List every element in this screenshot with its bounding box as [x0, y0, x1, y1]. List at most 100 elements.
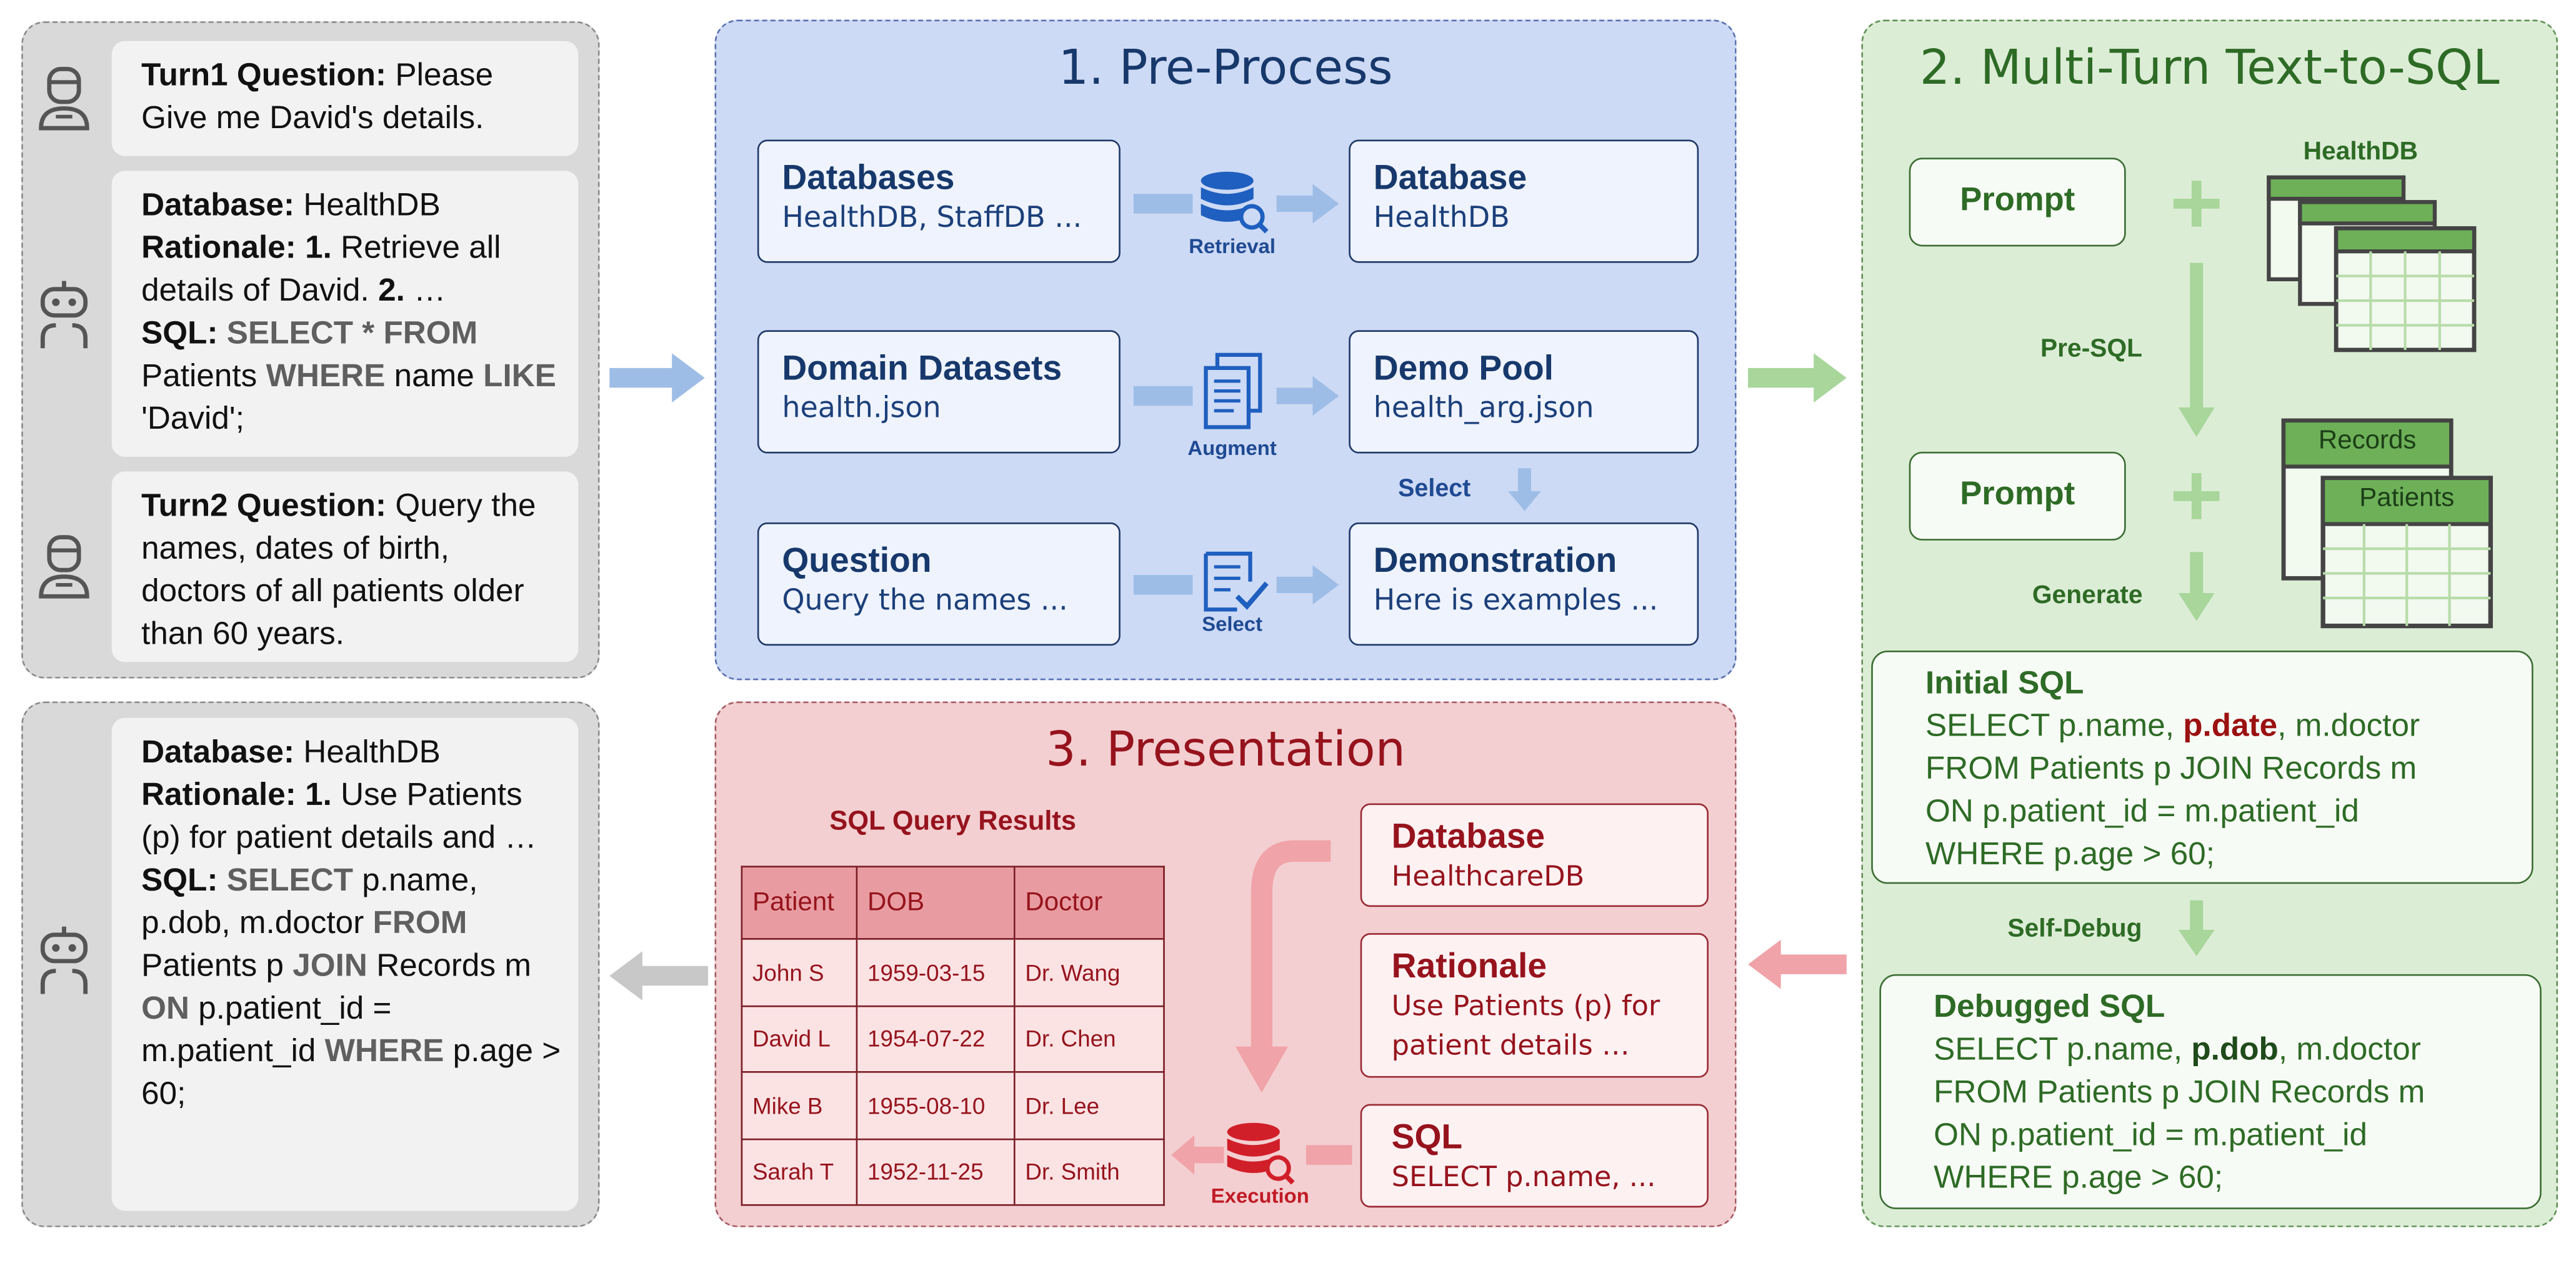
debugged-sql-line1: SELECT p.name, p.dob, m.doctor [1934, 1031, 2421, 1068]
documents-icon [1204, 352, 1262, 429]
database-box: Database HealthDB [1349, 139, 1699, 263]
table-cell: Dr. Lee [1013, 1071, 1165, 1140]
augment-label: Augment [1187, 437, 1277, 461]
demo-pool-title: Demo Pool [1373, 349, 1554, 388]
patients-label: Patients [2359, 484, 2455, 513]
arrow-down-icon [2178, 552, 2215, 621]
database-search-icon [1201, 171, 1269, 234]
databases-box: Databases HealthDB, StaffDB ... [757, 139, 1121, 263]
presentation-sql-box: SQL SELECT p.name, ... [1360, 1104, 1709, 1208]
arrow-right-icon [1276, 565, 1339, 605]
pre-sql-label: Pre-SQL [2040, 335, 2143, 363]
multiturn-title: 2. Multi-Turn Text-to-SQL [1919, 39, 2500, 96]
table-cell: 1959-03-15 [856, 938, 1016, 1007]
select-arrow-label: Select [1398, 474, 1471, 503]
presentation-title: 3. Presentation [1046, 721, 1405, 777]
domain-datasets-sub: health.json [782, 392, 941, 426]
user-icon [39, 66, 89, 131]
healthdb-label: HealthDB [2303, 137, 2419, 166]
initial-sql-line4: WHERE p.age > 60; [1925, 836, 2215, 872]
arrow-right-icon [1276, 184, 1339, 224]
database-search-icon [1227, 1122, 1295, 1185]
presentation-rationale-sub: Use Patients (p) for patient details … [1391, 991, 1660, 1063]
initial-sql-line1: SELECT p.name, p.date, m.doctor [1925, 708, 2420, 744]
demo-pool-box: Demo Pool health_arg.json [1349, 330, 1699, 454]
table-cell: Dr. Smith [1013, 1137, 1165, 1206]
arrow-right-icon [1133, 194, 1193, 214]
presentation-sql-sub: SELECT p.name, ... [1391, 1161, 1656, 1195]
results-title: SQL Query Results [829, 806, 1077, 837]
debugged-sql-line2: FROM Patients p JOIN Records m [1934, 1074, 2425, 1111]
question-title: Question [782, 542, 932, 580]
arrow-right-icon [1133, 575, 1193, 595]
presentation-rationale-title: Rationale [1391, 947, 1547, 986]
arrow-left-icon [1748, 939, 1847, 989]
table-cell: Sarah T [741, 1137, 858, 1206]
prompt-box-1: Prompt [1909, 157, 2126, 247]
reply1-bubble: Database: HealthDB Rationale: 1. Retriev… [111, 171, 579, 457]
presentation-sql-title: SQL [1391, 1119, 1463, 1157]
arrow-down-icon [2178, 262, 2215, 437]
col-dob-header: DOB [856, 866, 1016, 940]
checklist-icon [1204, 551, 1269, 612]
domain-datasets-box: Domain Datasets health.json [757, 330, 1121, 454]
arrow-right-icon [609, 353, 705, 403]
question-box: Question Query the names ... [757, 522, 1121, 646]
presentation-rationale-box: Rationale Use Patients (p) for patient d… [1360, 933, 1709, 1078]
table-cell: John S [741, 938, 858, 1007]
table-stack-icon [2267, 175, 2477, 352]
reply2-bubble: Database: HealthDB Rationale: 1. Use Pat… [111, 717, 579, 1211]
retrieval-label: Retrieval [1189, 234, 1276, 258]
question-sub: Query the names ... [782, 584, 1068, 618]
demonstration-box: Demonstration Here is examples ... [1349, 522, 1699, 646]
execution-label: Execution [1211, 1184, 1309, 1208]
arrow-left-icon [1305, 1145, 1352, 1165]
demo-pool-sub: health_arg.json [1373, 392, 1594, 426]
plus-icon [2173, 181, 2220, 227]
debugged-sql-box: Debugged SQL SELECT p.name, p.dob, m.doc… [1879, 974, 2542, 1209]
presentation-database-sub: HealthcareDB [1391, 861, 1585, 894]
debugged-sql-line4: WHERE p.age > 60; [1934, 1159, 2224, 1196]
col-doctor-header: Doctor [1013, 866, 1165, 940]
presentation-database-box: Database HealthcareDB [1360, 803, 1709, 907]
table-cell: 1955-08-10 [856, 1071, 1016, 1140]
debugged-sql-title: Debugged SQL [1934, 989, 2165, 1026]
select-icon-label: Select [1202, 612, 1263, 636]
preprocess-title: 1. Pre-Process [1058, 39, 1393, 96]
records-label: Records [2318, 427, 2417, 456]
arrow-right-icon [1276, 376, 1339, 416]
arrow-right-icon [1133, 386, 1193, 406]
initial-sql-line2: FROM Patients p JOIN Records m [1925, 751, 2417, 787]
databases-sub: HealthDB, StaffDB ... [782, 202, 1082, 235]
plus-icon [2173, 473, 2220, 519]
prompt-box-2: Prompt [1909, 451, 2126, 541]
arrow-left-icon [609, 951, 709, 1001]
debugged-sql-line3: ON p.patient_id = m.patient_id [1934, 1117, 2368, 1154]
databases-title: Databases [782, 159, 955, 197]
initial-sql-box: Initial SQL SELECT p.name, p.date, m.doc… [1871, 651, 2534, 884]
table-cell: Dr. Chen [1013, 1004, 1165, 1073]
table-cell: 1954-07-22 [856, 1004, 1016, 1073]
table-cell: David L [741, 1004, 858, 1073]
initial-sql-title: Initial SQL [1925, 665, 2084, 702]
table-cell: 1952-11-25 [856, 1137, 1016, 1206]
initial-sql-line3: ON p.patient_id = m.patient_id [1925, 793, 2359, 830]
demonstration-title: Demonstration [1373, 542, 1617, 580]
table-cell: Dr. Wang [1013, 938, 1165, 1007]
curved-arrow-icon [1235, 840, 1331, 1093]
table-header-row: Patient DOB Doctor [741, 866, 1165, 940]
turn2-question-bubble: Turn2 Question: Query the names, dates o… [111, 471, 579, 662]
table-cell: Mike B [741, 1071, 858, 1140]
demonstration-sub: Here is examples ... [1373, 584, 1659, 618]
database-title: Database [1373, 159, 1527, 197]
col-patient-header: Patient [741, 866, 858, 940]
arrow-left-icon [1171, 1135, 1224, 1175]
arrow-down-icon [1508, 468, 1541, 511]
user-icon [39, 535, 89, 599]
turn1-question-bubble: Turn1 Question: Please Give me David's d… [111, 41, 579, 156]
